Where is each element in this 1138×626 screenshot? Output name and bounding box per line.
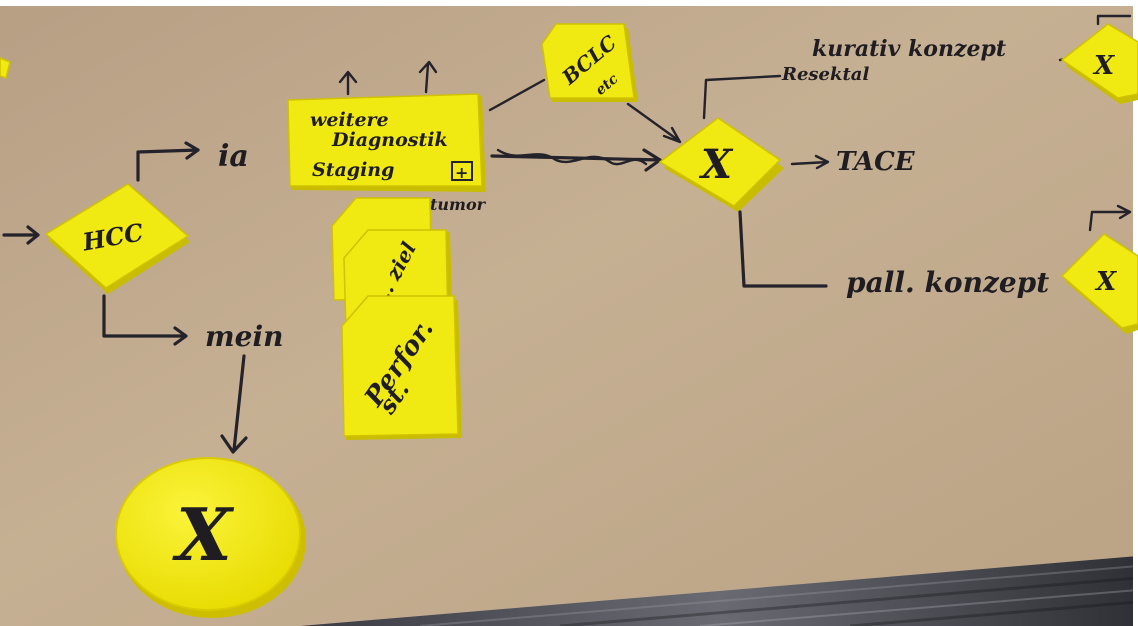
arrow-top-right-out [1096, 14, 1132, 26]
arrow-to-ia [136, 141, 200, 182]
line-to-bclc [488, 78, 546, 112]
scribble-strike [496, 148, 648, 166]
xor-center-mark: X [698, 141, 734, 188]
line-to-resektal [702, 74, 782, 120]
arrow-to-tace [790, 154, 830, 170]
xor-mid-right-mark: X [1094, 267, 1118, 297]
carpet-texture [419, 565, 1138, 626]
tumor-label: tumor [430, 195, 487, 214]
task-weitere-diagnostik[interactable]: weitere Diagnostik Staging + [287, 93, 486, 192]
tile-fragment-left [0, 57, 11, 79]
subprocess-mark: + [455, 163, 468, 182]
line-to-palliativ [738, 210, 828, 288]
up-arrow-1 [338, 70, 358, 96]
staging-label: Staging [312, 159, 394, 181]
up-arrow-2 [418, 60, 438, 94]
xor-top-right-mark: X [1092, 51, 1116, 81]
arrow-to-mein [102, 294, 188, 346]
hcc-diamond[interactable]: HCC [44, 183, 190, 294]
arrow-mid-right-out [1088, 204, 1132, 232]
card-front [341, 295, 459, 437]
card-stack[interactable]: ... ziel Perfor. st. [331, 197, 462, 440]
xor-mid-right-gateway[interactable]: X [1060, 233, 1138, 334]
xor-circle-gateway[interactable]: X [115, 457, 306, 618]
arrow-to-circle [220, 354, 248, 454]
xor-center-gateway[interactable]: X [658, 117, 784, 212]
subprocess-marker [451, 161, 473, 181]
kurativ-label: kurativ konzept [812, 36, 1006, 62]
xor-top-right-gateway[interactable]: X [1060, 23, 1138, 104]
xor-circle-mark: X [172, 492, 235, 577]
ia-label: ia [218, 139, 249, 174]
diagnostik-label: Diagnostik [331, 129, 448, 151]
resektal-label: Resektal [781, 64, 869, 85]
palliativ-label: pall. konzept [846, 266, 1049, 299]
bclc-tag[interactable]: BCLC etc [541, 23, 638, 102]
carpet-floor [300, 556, 1138, 626]
incoming-arrow [2, 225, 40, 245]
photo-border-top [0, 0, 1138, 6]
weitere-label: weitere [310, 109, 389, 131]
mein-label: mein [205, 320, 283, 353]
tace-label: TACE [836, 147, 916, 177]
arrow-bclc-to-gateway [626, 102, 682, 144]
